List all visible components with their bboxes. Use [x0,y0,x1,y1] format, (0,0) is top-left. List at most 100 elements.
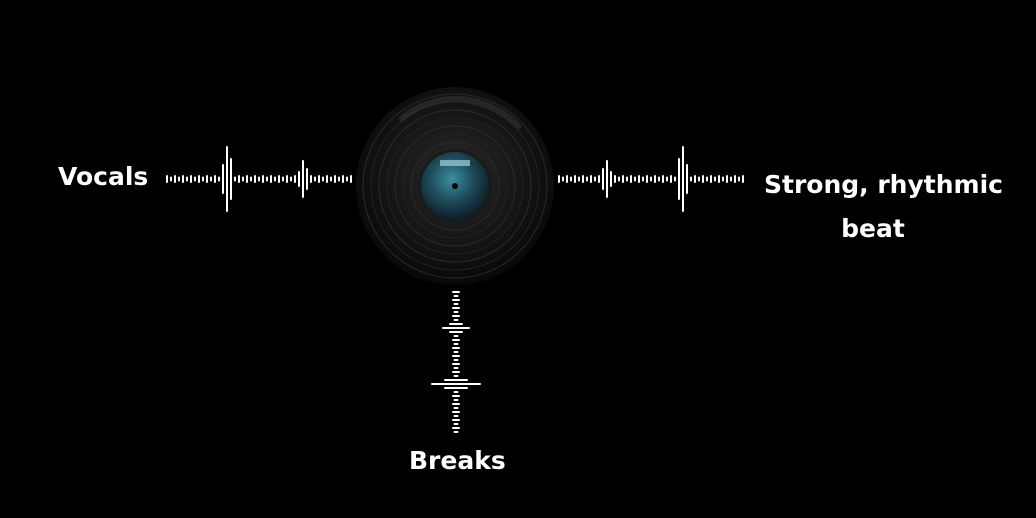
waveform-bar [452,403,460,405]
waveform-bar [250,176,252,182]
waveform-bar [222,164,224,194]
waveform-bar [694,175,696,183]
waveform-bar [614,175,616,183]
waveform-bar [642,176,644,182]
waveform-bar [286,175,288,183]
waveform-bar [452,299,460,301]
waveform-bar [453,335,459,337]
waveform-bar [453,391,459,393]
waveform-bar [622,175,624,183]
waveform-bar [453,367,459,369]
waveform-bar [602,168,604,190]
waveform-bar [453,423,459,425]
waveform-bar [214,175,216,183]
waveform-bar [449,331,463,333]
waveform-bar [338,176,340,182]
waveform-bar [452,411,460,413]
waveform-icon [431,291,481,433]
waveform-bar [722,176,724,182]
waveform-icon [166,146,352,212]
waveform-bar [453,375,459,377]
waveform-bar [318,175,320,183]
waveform-bar [449,323,463,325]
waveform-bar [298,171,300,187]
label-vocals: Vocals [58,162,149,191]
waveform-bar [734,175,736,183]
waveform-bar [186,176,188,182]
vinyl-record-icon [356,87,554,285]
waveform-bar [618,176,620,182]
waveform-bar [170,176,172,182]
waveform-bar [246,175,248,183]
waveform-bar [453,343,459,345]
waveform-bar [230,158,232,200]
waveform-bar [662,175,664,183]
waveform-bar [431,383,481,385]
waveform-bar [686,164,688,194]
waveform-bar [590,175,592,183]
waveform-bar [586,176,588,182]
waveform-bar [452,291,460,293]
waveform-bar [452,307,460,309]
waveform-bar [578,176,580,182]
waveform-bar [202,176,204,182]
label-line-2: beat [841,214,905,243]
waveform-bar [190,175,192,183]
waveform-bar [452,315,460,317]
waveform-bar [452,347,460,349]
waveform-bar [278,175,280,183]
waveform-bar [682,146,684,212]
waveform-bar [274,176,276,182]
waveform-bar [666,176,668,182]
waveform-bar [674,176,676,182]
waveform-bar [598,175,600,183]
waveform-bar [678,158,680,200]
waveform-bar [306,168,308,190]
waveform-bar [234,176,236,182]
waveform-bar [178,176,180,182]
waveform-bar [314,176,316,182]
waveform-bar [238,175,240,183]
waveform-bar [726,175,728,183]
waveform-bar [582,175,584,183]
waveform-bar [194,176,196,182]
waveform-bar [453,431,459,433]
waveform-bar [294,175,296,183]
waveform-icon [558,146,744,212]
waveform-bar [730,176,732,182]
label-line-1: Strong, rhythmic [764,170,1003,199]
waveform-bar [702,175,704,183]
waveform-bar [606,160,608,198]
waveform-bar [444,379,468,381]
waveform-bar [452,363,460,365]
label-strong-rhythmic-beat: Strong, rhythmic beat [764,163,1003,251]
waveform-bar [562,176,564,182]
waveform-bar [453,295,459,297]
waveform-bar [634,176,636,182]
label-breaks: Breaks [409,446,506,475]
waveform-bar [706,176,708,182]
waveform-bar [594,176,596,182]
waveform-bar [453,399,459,401]
waveform-bar [566,175,568,183]
waveform-bar [452,427,460,429]
waveform-bar [270,175,272,183]
waveform-bar [258,176,260,182]
waveform-bar [558,175,560,183]
waveform-bar [570,176,572,182]
waveform-bar [670,175,672,183]
waveform-bar [198,175,200,183]
waveform-bar [254,175,256,183]
waveform-bar [326,175,328,183]
waveform-bar [346,176,348,182]
waveform-bar [290,176,292,182]
waveform-bar [452,355,460,357]
waveform-bar [638,175,640,183]
waveform-bar [574,175,576,183]
waveform-bar [182,175,184,183]
waveform-bar [174,175,176,183]
waveform-bar [610,171,612,187]
waveform-bar [342,175,344,183]
waveform-bar [710,175,712,183]
